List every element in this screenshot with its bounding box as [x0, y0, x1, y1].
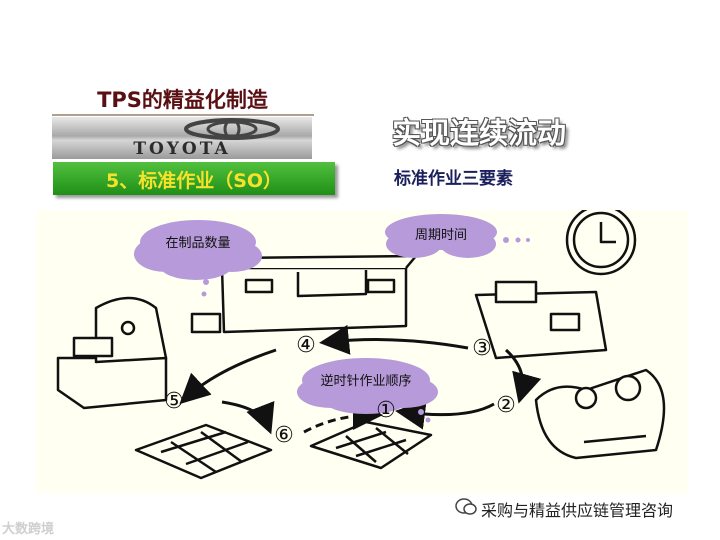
toyota-logo-text: TOYOTA [52, 139, 312, 159]
clock-icon [567, 210, 635, 274]
tray-center [311, 422, 431, 468]
account-name: 采购与精益供应链管理咨询 [481, 497, 673, 521]
machine-top-right [476, 282, 606, 358]
tray-left [136, 425, 271, 478]
section-banner-label: 5、标准作业（SO） [53, 166, 335, 193]
cloud-wip-label: 在制品数量 [150, 232, 246, 251]
step-6: ⑥ [274, 423, 294, 448]
page-title: TPS的精益化制造 [55, 84, 310, 114]
watermark: 大数跨境 [2, 518, 54, 537]
section-subtitle: 标准作业三要素 [394, 164, 513, 189]
wechat-icon [455, 497, 477, 521]
step-1: ① [376, 398, 396, 423]
section-title: 实现连续流动 [392, 110, 566, 152]
title-divider [52, 114, 314, 116]
step-5: ⑤ [164, 389, 184, 414]
step-2: ② [496, 393, 516, 418]
standard-work-diagram: ① ② ③ ④ ⑤ ⑥ [36, 210, 688, 493]
cloud-cycle-label: 周期时间 [396, 224, 486, 243]
step-4: ④ [296, 333, 316, 358]
machine-bottom-right [536, 370, 664, 458]
wip-box [192, 314, 220, 332]
diagram-panel: ① ② ③ ④ ⑤ ⑥ 在制品数量 周期时间 逆时针作业顺序 [36, 210, 688, 493]
cloud-order-label: 逆时针作业顺序 [308, 370, 424, 389]
machine-left [58, 298, 166, 408]
step-3: ③ [472, 336, 492, 361]
